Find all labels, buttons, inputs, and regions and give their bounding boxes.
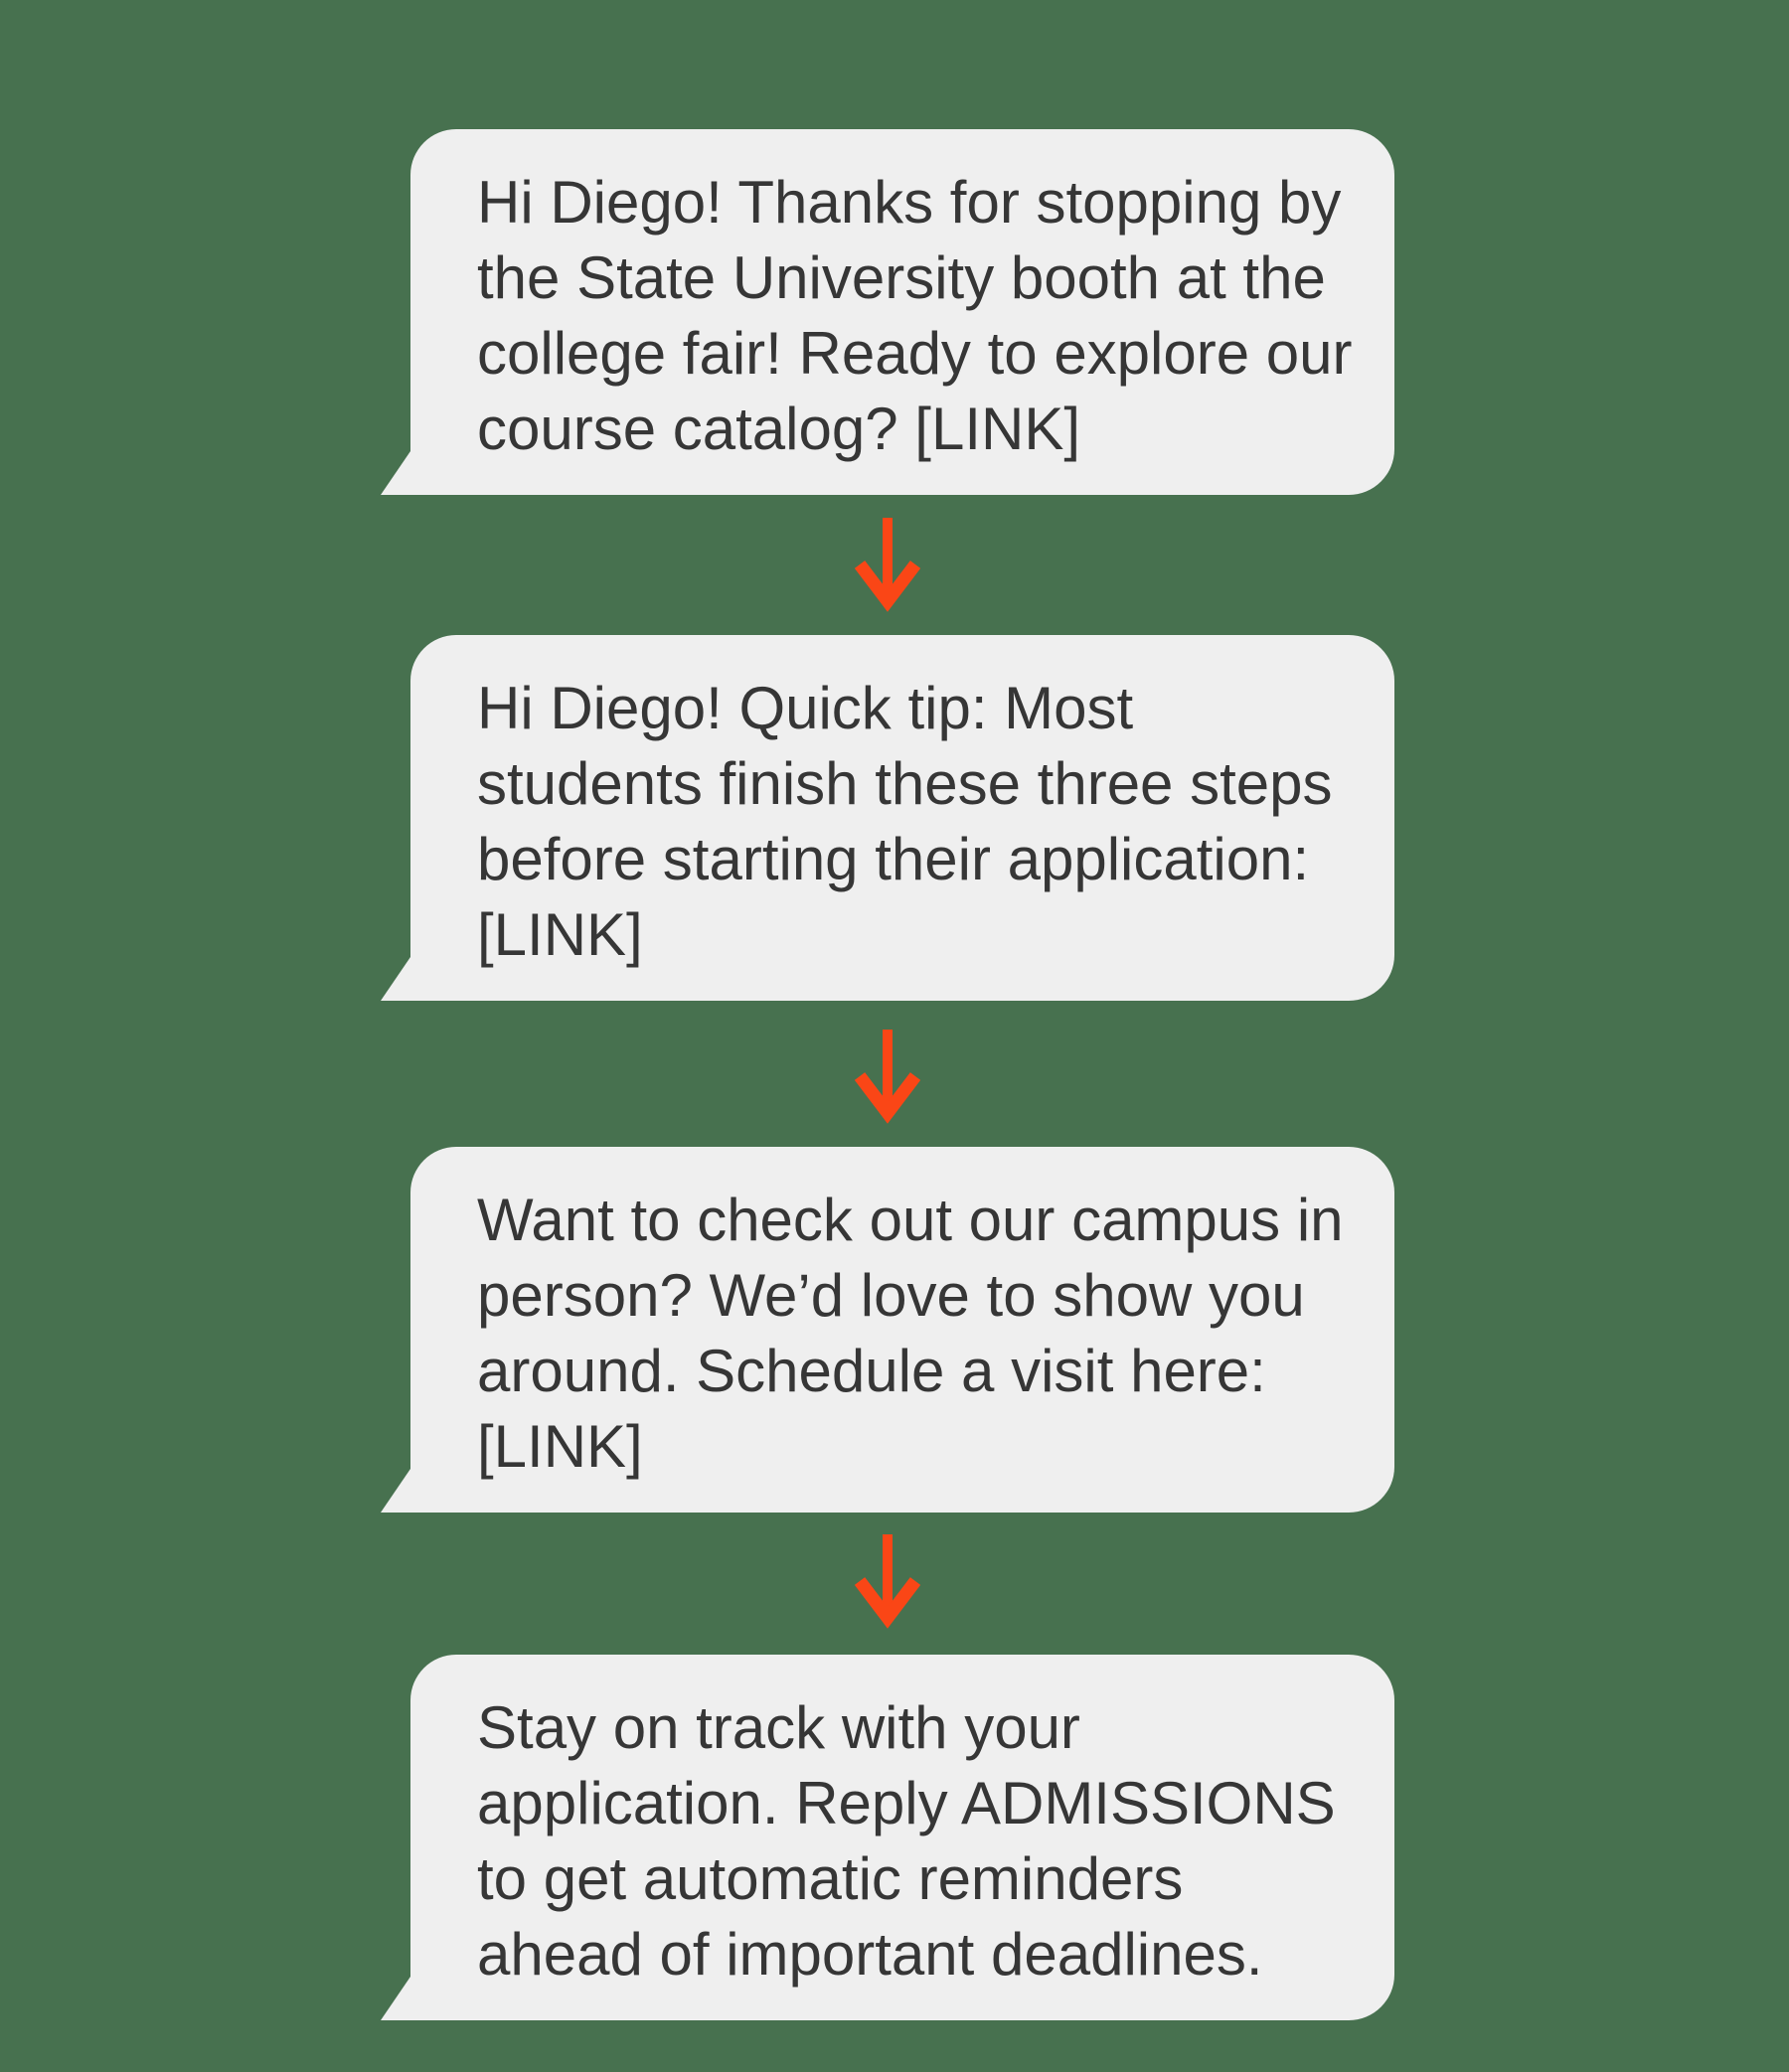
message-bubble: Want to check out our campus in person? … xyxy=(381,1147,1394,1513)
message-line: students finish these three steps xyxy=(477,750,1333,817)
arrow-down-icon xyxy=(855,1030,920,1125)
message-bubble: Stay on track with your application. Rep… xyxy=(381,1655,1394,2020)
arrow-down-icon xyxy=(855,1534,920,1630)
message-line: Want to check out our campus in xyxy=(477,1187,1344,1253)
message-line: before starting their application: xyxy=(477,826,1310,892)
message-line: to get automatic reminders xyxy=(477,1845,1184,1912)
message-line: [LINK] xyxy=(477,901,643,968)
message-line: person? We’d love to show you xyxy=(477,1262,1305,1329)
message-line: application. Reply ADMISSIONS xyxy=(477,1770,1336,1836)
arrow-down-icon xyxy=(855,518,920,613)
message-line: Hi Diego! Quick tip: Most xyxy=(477,675,1134,741)
message-line: college fair! Ready to explore our xyxy=(477,320,1353,387)
message-line: course catalog? [LINK] xyxy=(477,396,1081,462)
message-line: Hi Diego! Thanks for stopping by xyxy=(477,169,1342,236)
message-line: Stay on track with your xyxy=(477,1694,1080,1761)
message-line: [LINK] xyxy=(477,1413,643,1480)
message-line: around. Schedule a visit here: xyxy=(477,1338,1266,1404)
message-bubble: Hi Diego! Quick tip: Most students finis… xyxy=(381,635,1394,1001)
message-line: the State University booth at the xyxy=(477,244,1326,311)
message-bubble: Hi Diego! Thanks for stopping by the Sta… xyxy=(381,129,1394,495)
message-line: ahead of important deadlines. xyxy=(477,1921,1263,1988)
